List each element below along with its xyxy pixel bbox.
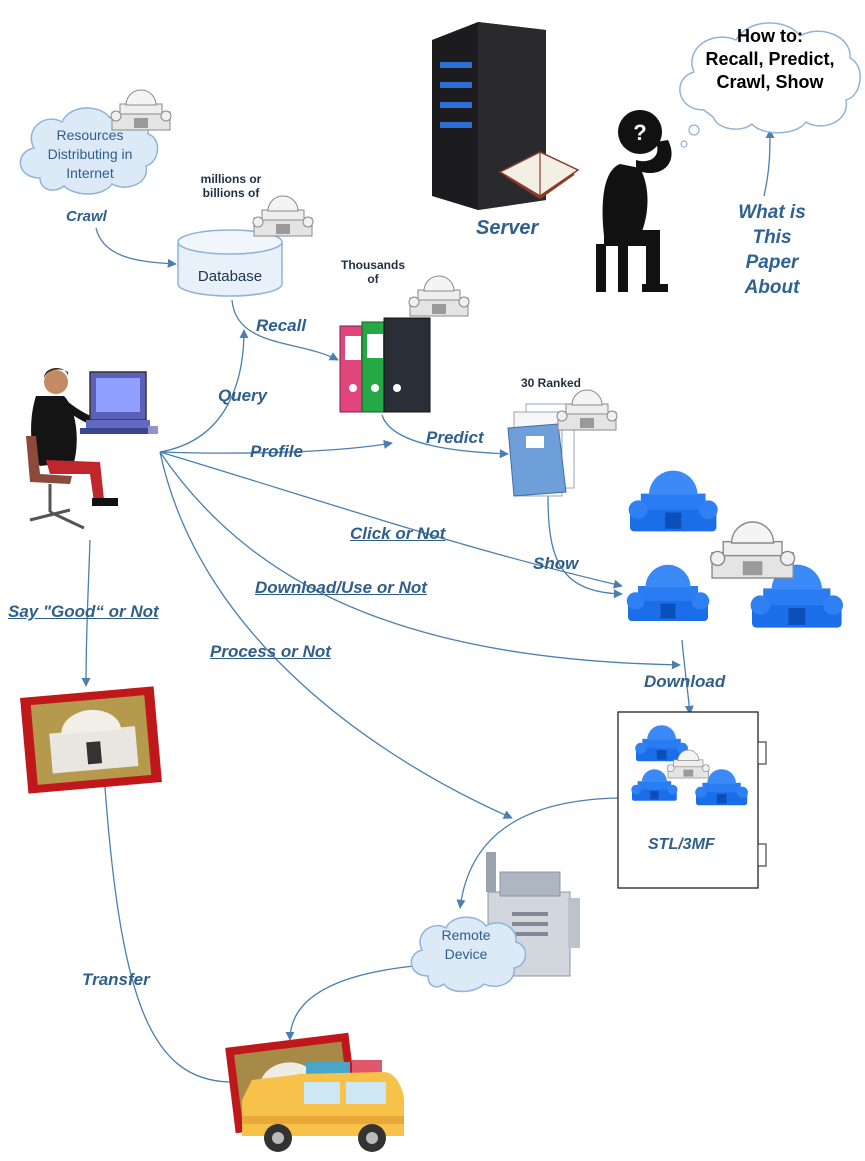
millions-count: millions or billions of: [186, 172, 276, 200]
query-arrow: [159, 329, 249, 453]
cloud-line: Remote: [441, 927, 491, 943]
click-arrow: [159, 451, 623, 589]
profile-arrow: [159, 439, 393, 454]
open-book-icon: [498, 151, 580, 200]
what-is-line: What is: [738, 202, 806, 223]
download-use-arrow: [159, 451, 681, 670]
what-is-line: Paper: [745, 252, 799, 273]
show-arrow: [547, 495, 623, 599]
question-mark-icon: ?: [633, 120, 646, 145]
recall-arrow: [231, 299, 339, 361]
show-label: Show: [533, 554, 579, 573]
blue-models-cluster: [626, 470, 844, 628]
model-thumbnail-icon: [556, 389, 618, 431]
binders-icon: [339, 317, 431, 413]
transfer-arrow: [100, 773, 231, 1083]
bubble-line: Recall, Predict,: [705, 49, 835, 69]
cloud-line: Device: [444, 946, 488, 962]
predict-label: Predict: [426, 428, 484, 447]
thinking-person-icon: [596, 110, 672, 292]
shipping-car-icon: [225, 1032, 404, 1152]
file-type-label: STL/3MF: [648, 836, 715, 853]
what-is-line: This: [752, 227, 792, 248]
printed-model-photo: [20, 686, 162, 794]
count-line: of: [367, 272, 379, 286]
recall-label: Recall: [256, 316, 307, 335]
speech-bubble-text: How to: Recall, Predict, Crawl, Show: [682, 25, 858, 94]
model-thumbnail-icon: [110, 89, 172, 131]
download-use-label: Download/Use or Not: [255, 578, 427, 597]
say-good-arrow: [81, 539, 91, 687]
count-line: billions of: [202, 186, 260, 200]
model-thumbnail-icon: [408, 275, 470, 317]
count-line: Thousands: [340, 258, 405, 272]
process-label: Process or Not: [210, 642, 331, 661]
ranked-count: 30 Ranked: [520, 376, 582, 390]
click-label: Click or Not: [350, 524, 446, 543]
cloud-line: Distributing in: [47, 146, 133, 162]
count-line: millions or: [200, 172, 262, 186]
predict-arrow: [381, 414, 509, 459]
model-thumbnail-icon: [252, 195, 314, 237]
user-at-computer-icon: [26, 367, 158, 530]
crawl-arrow: [95, 227, 177, 268]
database-icon: [177, 229, 283, 297]
transfer-label: Transfer: [82, 970, 150, 989]
download-label: Download: [644, 672, 726, 691]
crawl-label: Crawl: [66, 208, 107, 225]
remote-device-text: Remote Device: [416, 926, 516, 964]
process-arrow: [159, 451, 513, 819]
what-is-text: What is This Paper About: [724, 200, 820, 300]
file-to-device-arrow: [456, 797, 619, 909]
bubble-line: How to:: [737, 26, 803, 46]
resources-cloud-text: Resources Distributing in Internet: [30, 126, 150, 183]
download-arrow: [681, 639, 694, 715]
profile-label: Profile: [250, 442, 303, 461]
cloud-line: Internet: [66, 165, 114, 181]
say-good-label: Say "Good“ or Not: [8, 602, 159, 621]
remote-device-cloud: [410, 916, 527, 993]
bubble-line: Crawl, Show: [716, 72, 824, 92]
cloud-line: Resources: [56, 127, 124, 143]
database-label: Database: [197, 268, 263, 285]
device-to-car-arrow: [285, 965, 415, 1041]
server-label: Server: [476, 217, 539, 239]
file-document-icon: [617, 711, 767, 889]
speech-bubble: [679, 22, 861, 148]
what-is-arrow: [763, 129, 775, 197]
what-is-line: About: [744, 277, 800, 298]
query-label: Query: [218, 386, 268, 405]
thousands-count: Thousands of: [330, 258, 416, 286]
